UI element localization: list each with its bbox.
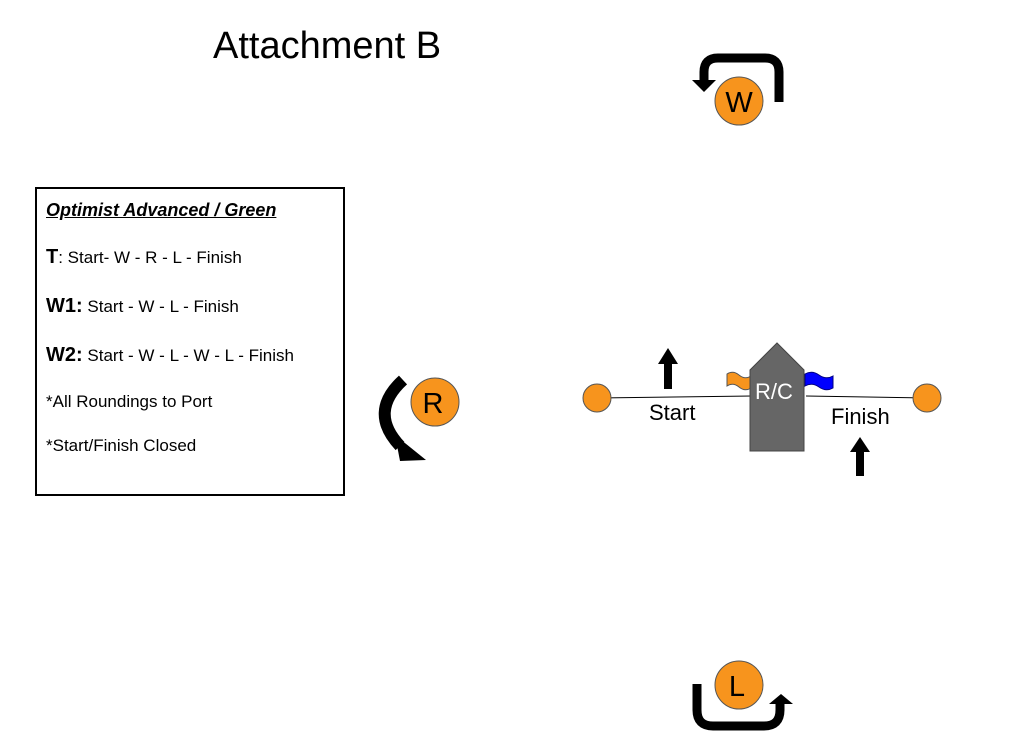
- windward-mark: W: [714, 76, 764, 126]
- course-code: W1:: [46, 295, 83, 317]
- windward-mark-buoy: [714, 76, 764, 126]
- finish-direction-arrowhead: [850, 437, 870, 452]
- committee-boat-label: R/C: [755, 379, 793, 404]
- finish-direction-arrow-shaft: [856, 450, 864, 476]
- reach-rounding-arrow: [378, 375, 408, 451]
- course-separator: :: [58, 248, 68, 267]
- start-direction-arrowhead: [658, 348, 678, 364]
- legend-course-w2: W2: Start - W - L - W - L - Finish: [46, 344, 294, 367]
- reach-mark-buoy: [410, 377, 460, 427]
- page-title: Attachment B: [213, 25, 442, 67]
- leeward-mark-label: L: [729, 671, 745, 703]
- legend-course-w1: W1: Start - W - L - Finish: [46, 295, 239, 318]
- leeward-mark: L: [714, 660, 764, 710]
- course-route: Start - W - L - W - L - Finish: [87, 346, 294, 365]
- start-label: Start: [649, 400, 695, 425]
- legend-note-start-finish: *Start/Finish Closed: [46, 436, 197, 455]
- windward-rounding-arrow: [699, 53, 784, 102]
- committee-boat-hull: [749, 342, 805, 452]
- course-route: Start - W - L - Finish: [87, 297, 239, 316]
- legend-heading: Optimist Advanced / Green: [46, 200, 277, 220]
- blue-flag: [804, 371, 834, 391]
- leeward-arrowhead: [769, 694, 793, 704]
- finish-label: Finish: [831, 404, 890, 429]
- windward-mark-label: W: [725, 87, 753, 119]
- leeward-rounding-arrow: [692, 684, 785, 731]
- course-legend: Optimist Advanced / Green T: Start- W - …: [35, 187, 345, 496]
- start-direction-arrow-shaft: [664, 362, 672, 389]
- course-code: W2:: [46, 344, 83, 366]
- start-line: [597, 395, 753, 399]
- reach-mark: R: [410, 377, 460, 427]
- reach-mark-label: R: [423, 388, 444, 420]
- orange-flag: [726, 371, 752, 391]
- committee-boat: R/C: [749, 342, 805, 452]
- windward-arrowhead: [692, 80, 716, 92]
- finish-pin-buoy: [912, 383, 942, 413]
- reach-arrowhead: [395, 435, 426, 461]
- legend-course-t: T: Start- W - R - L - Finish: [46, 246, 242, 269]
- leeward-mark-buoy: [714, 660, 764, 710]
- finish-line: [805, 395, 929, 399]
- course-code: T: [46, 246, 59, 268]
- legend-note-roundings: *All Roundings to Port: [46, 392, 213, 411]
- start-pin-buoy: [582, 383, 612, 413]
- course-route: Start- W - R - L - Finish: [67, 248, 242, 267]
